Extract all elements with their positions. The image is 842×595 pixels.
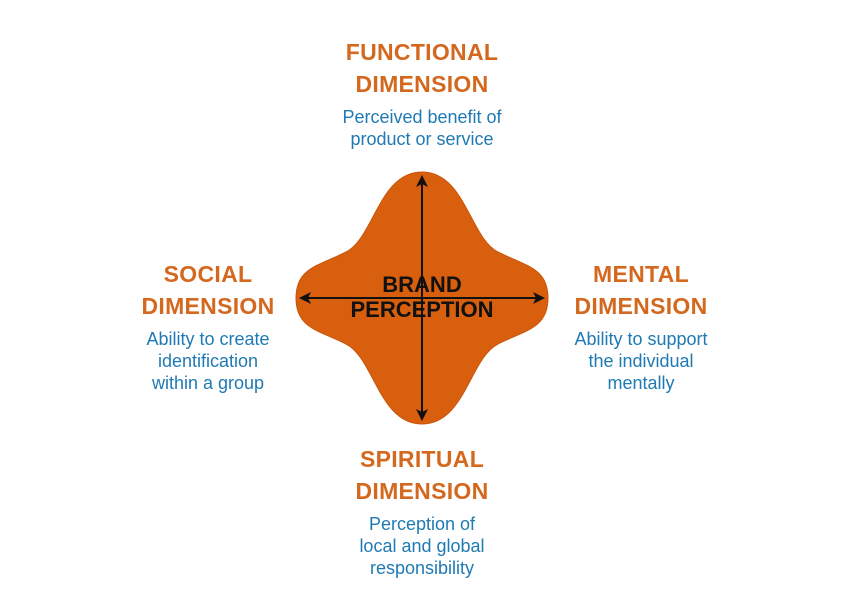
mental-title-line1: MENTAL	[593, 261, 689, 287]
functional-title: FUNCTIONAL DIMENSION	[272, 36, 572, 100]
spiritual-desc-line1: Perception of	[368, 514, 476, 534]
functional-dimension: FUNCTIONAL DIMENSION Perceived benefit o…	[272, 36, 572, 150]
social-title-line1: SOCIAL	[163, 261, 253, 287]
social-title-line2: DIMENSION	[141, 293, 275, 319]
spiritual-title: SPIRITUAL DIMENSION	[272, 443, 572, 507]
social-description: Ability to create identification within …	[108, 328, 308, 394]
spiritual-desc-line2: local and global	[359, 536, 485, 556]
functional-desc-line1: Perceived benefit of	[342, 107, 502, 127]
mental-desc-line1: Ability to support	[574, 329, 708, 349]
brand-perception-label: BRAND PERCEPTION	[333, 272, 511, 322]
spiritual-title-line2: DIMENSION	[355, 478, 489, 504]
mental-desc-line3: mentally	[607, 373, 675, 393]
mental-description: Ability to support the individual mental…	[541, 328, 741, 394]
social-desc-line3: within a group	[151, 373, 265, 393]
social-desc-line1: Ability to create	[146, 329, 270, 349]
functional-description: Perceived benefit of product or service	[272, 106, 572, 150]
spiritual-desc-line3: responsibility	[369, 558, 475, 578]
mental-title-line2: DIMENSION	[574, 293, 708, 319]
functional-title-line1: FUNCTIONAL	[345, 39, 499, 65]
spiritual-dimension: SPIRITUAL DIMENSION Perception of local …	[272, 443, 572, 579]
social-desc-line2: identification	[157, 351, 259, 371]
center-label-line2: PERCEPTION	[350, 297, 494, 322]
mental-desc-line2: the individual	[588, 351, 694, 371]
center-label-line1: BRAND	[382, 272, 462, 297]
mental-title: MENTAL DIMENSION	[541, 258, 741, 322]
social-dimension: SOCIAL DIMENSION Ability to create ident…	[108, 258, 308, 394]
spiritual-title-line1: SPIRITUAL	[359, 446, 485, 472]
functional-title-line2: DIMENSION	[355, 71, 489, 97]
functional-desc-line2: product or service	[350, 129, 494, 149]
mental-dimension: MENTAL DIMENSION Ability to support the …	[541, 258, 741, 394]
social-title: SOCIAL DIMENSION	[108, 258, 308, 322]
spiritual-description: Perception of local and global responsib…	[272, 513, 572, 579]
